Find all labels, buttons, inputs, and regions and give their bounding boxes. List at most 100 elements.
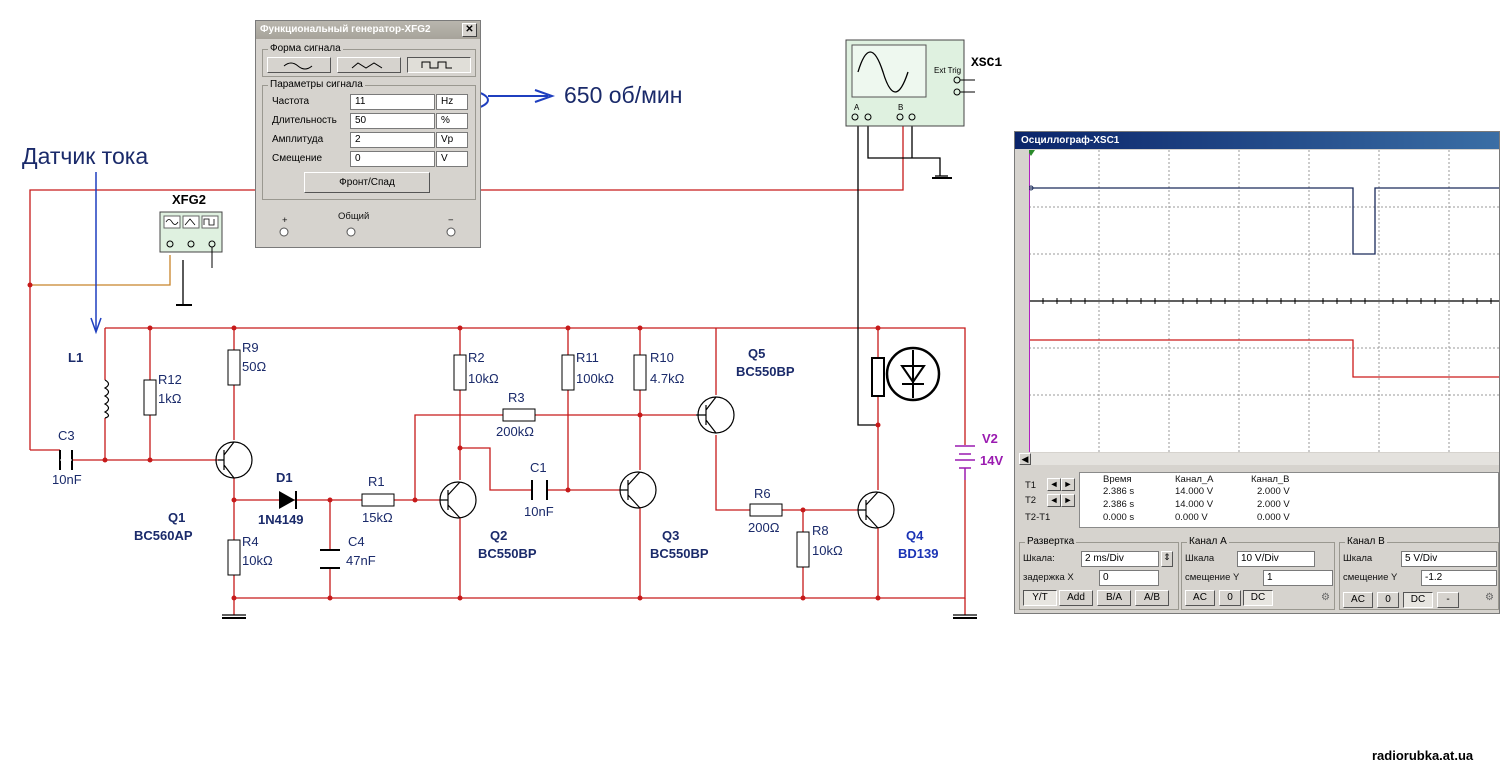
xfg2-generator-symbol (159, 211, 223, 268)
sine-wave-button[interactable] (267, 57, 331, 73)
channel-b-ac-button[interactable]: AC (1343, 592, 1373, 608)
timebase-group-label: Развертка (1025, 536, 1077, 547)
t2-left-icon[interactable]: ◄ (1047, 494, 1061, 507)
triangle-wave-icon (351, 62, 383, 69)
osc-title: Осциллограф-XSC1 (1021, 135, 1120, 146)
q5-value: BC550BP (736, 364, 795, 379)
r10-value: 4.7kΩ (650, 371, 685, 386)
frequency-label: Частота (272, 96, 310, 107)
oscilloscope-window: Осциллограф-XSC1 ◀ Время Канал_A Канал_B… (1014, 131, 1500, 614)
channel-a-ac-button[interactable]: AC (1185, 590, 1215, 606)
channel-b-scale-input[interactable]: 5 V/Div (1401, 551, 1497, 567)
c3-value: 10nF (52, 472, 82, 487)
edge-button[interactable]: Фронт/Спад (304, 172, 430, 193)
t1-a: 14.000 V (1175, 486, 1214, 497)
horizontal-scrollbar[interactable]: ◀ (1019, 453, 1499, 465)
q2-transistor (439, 481, 477, 519)
yt-button[interactable]: Y/T (1023, 590, 1057, 606)
channel-a-dc-button[interactable]: DC (1243, 590, 1273, 606)
t2-right-icon[interactable]: ► (1061, 494, 1075, 507)
r3-label: R3 (508, 390, 525, 405)
waveform-group-label: Форма сигнала (268, 43, 343, 54)
readout-header-time: Время (1103, 474, 1132, 485)
q3-transistor (619, 471, 657, 509)
q2-value: BC550BP (478, 546, 537, 561)
c3-label: C3 (58, 428, 75, 443)
terminal-common-icon (346, 227, 356, 237)
ext-trig-label: Ext Trig (934, 66, 961, 75)
add-button[interactable]: Add (1059, 590, 1093, 606)
r4-label: R4 (242, 534, 259, 549)
duty-unit[interactable]: % (436, 113, 468, 129)
ab-button[interactable]: A/B (1135, 590, 1169, 606)
cursor-marker-icon (1029, 150, 1035, 156)
offset-label: Смещение (272, 153, 323, 164)
scroll-left-icon[interactable]: ◀ (1019, 453, 1031, 465)
terminal-icons (279, 227, 456, 237)
channel-b-trace (1029, 339, 1499, 378)
channel-b-dc-button[interactable]: DC (1403, 592, 1433, 608)
triangle-wave-button[interactable] (337, 57, 401, 73)
offset-input[interactable]: 0 (350, 151, 435, 167)
q1-transistor (215, 441, 253, 479)
channel-a-offset-input[interactable]: 1 (1263, 570, 1333, 586)
d1-value: 1N4149 (258, 512, 304, 527)
channel-a-gear-icon[interactable]: ⚙ (1321, 592, 1330, 603)
channel-b-gear-icon[interactable]: ⚙ (1485, 592, 1494, 603)
r9-label: R9 (242, 340, 259, 355)
q1-value: BC560AP (134, 528, 193, 543)
amplitude-unit[interactable]: Vp (436, 132, 468, 148)
channel-b-offset-input[interactable]: -1.2 (1421, 570, 1497, 586)
square-wave-button[interactable] (407, 57, 471, 73)
fgen-title-bar[interactable]: Функциональный генератор-XFG2 ✕ (256, 21, 480, 39)
xsc1-oscilloscope-symbol (845, 39, 975, 127)
t1-left-icon[interactable]: ◄ (1047, 478, 1061, 491)
timebase-delay-input[interactable]: 0 (1099, 570, 1159, 586)
r2-value: 10kΩ (468, 371, 499, 386)
t2-t1-a: 0.000 V (1175, 512, 1208, 523)
channel-a-trace (1029, 187, 1499, 255)
d1-label: D1 (276, 470, 293, 485)
channel-a-scale-input[interactable]: 10 V/Div (1237, 551, 1315, 567)
offset-unit[interactable]: V (436, 151, 468, 167)
common-terminal-label: Общий (338, 211, 370, 222)
q1-label: Q1 (168, 510, 185, 525)
channel-a-zero-button[interactable]: 0 (1219, 590, 1241, 606)
channel-b-zero-button[interactable]: 0 (1377, 592, 1399, 608)
frequency-input[interactable]: 11 (350, 94, 435, 110)
r10-resistor (633, 354, 647, 391)
t1-time: 2.386 s (1103, 486, 1135, 497)
r3-value: 200kΩ (496, 424, 534, 439)
timebase-scale-input[interactable]: 2 ms/Div (1081, 551, 1159, 567)
t2-b: 2.000 V (1257, 499, 1290, 510)
ba-button[interactable]: B/A (1097, 590, 1131, 606)
osc-title-bar[interactable]: Осциллограф-XSC1 (1015, 132, 1499, 149)
t1-right-icon[interactable]: ► (1061, 478, 1075, 491)
t2-a: 14.000 V (1175, 499, 1214, 510)
channel-a-offset-label: смещение Y (1185, 572, 1240, 583)
channel-b-group-label: Канал B (1345, 536, 1387, 547)
c4-label: C4 (348, 534, 365, 549)
channel-a-group: Канал A (1181, 536, 1335, 610)
d1-diode (272, 491, 298, 509)
r3-resistor (502, 408, 536, 422)
close-icon[interactable]: ✕ (462, 23, 477, 37)
rpm-annotation: 650 об/мин (564, 82, 682, 108)
t2-t1-b: 0.000 V (1257, 512, 1290, 523)
timebase-spin-icon[interactable]: ⇕ (1161, 551, 1173, 567)
frequency-unit[interactable]: Hz (436, 94, 468, 110)
r4-value: 10kΩ (242, 553, 273, 568)
r11-value: 100kΩ (576, 371, 614, 386)
amplitude-input[interactable]: 2 (350, 132, 435, 148)
xsc1-label: XSC1 (971, 55, 1002, 70)
channel-b-minus-button[interactable]: - (1437, 592, 1459, 608)
params-group-label: Параметры сигнала (268, 79, 365, 90)
l1-inductor (103, 379, 110, 419)
t2-time: 2.386 s (1103, 499, 1135, 510)
fgen-title: Функциональный генератор-XFG2 (260, 24, 431, 35)
r10-label: R10 (650, 350, 674, 365)
q5-transistor (696, 396, 735, 434)
duty-input[interactable]: 50 (350, 113, 435, 129)
scope-b-label: B (898, 103, 903, 112)
oscilloscope-screen[interactable] (1029, 150, 1500, 452)
